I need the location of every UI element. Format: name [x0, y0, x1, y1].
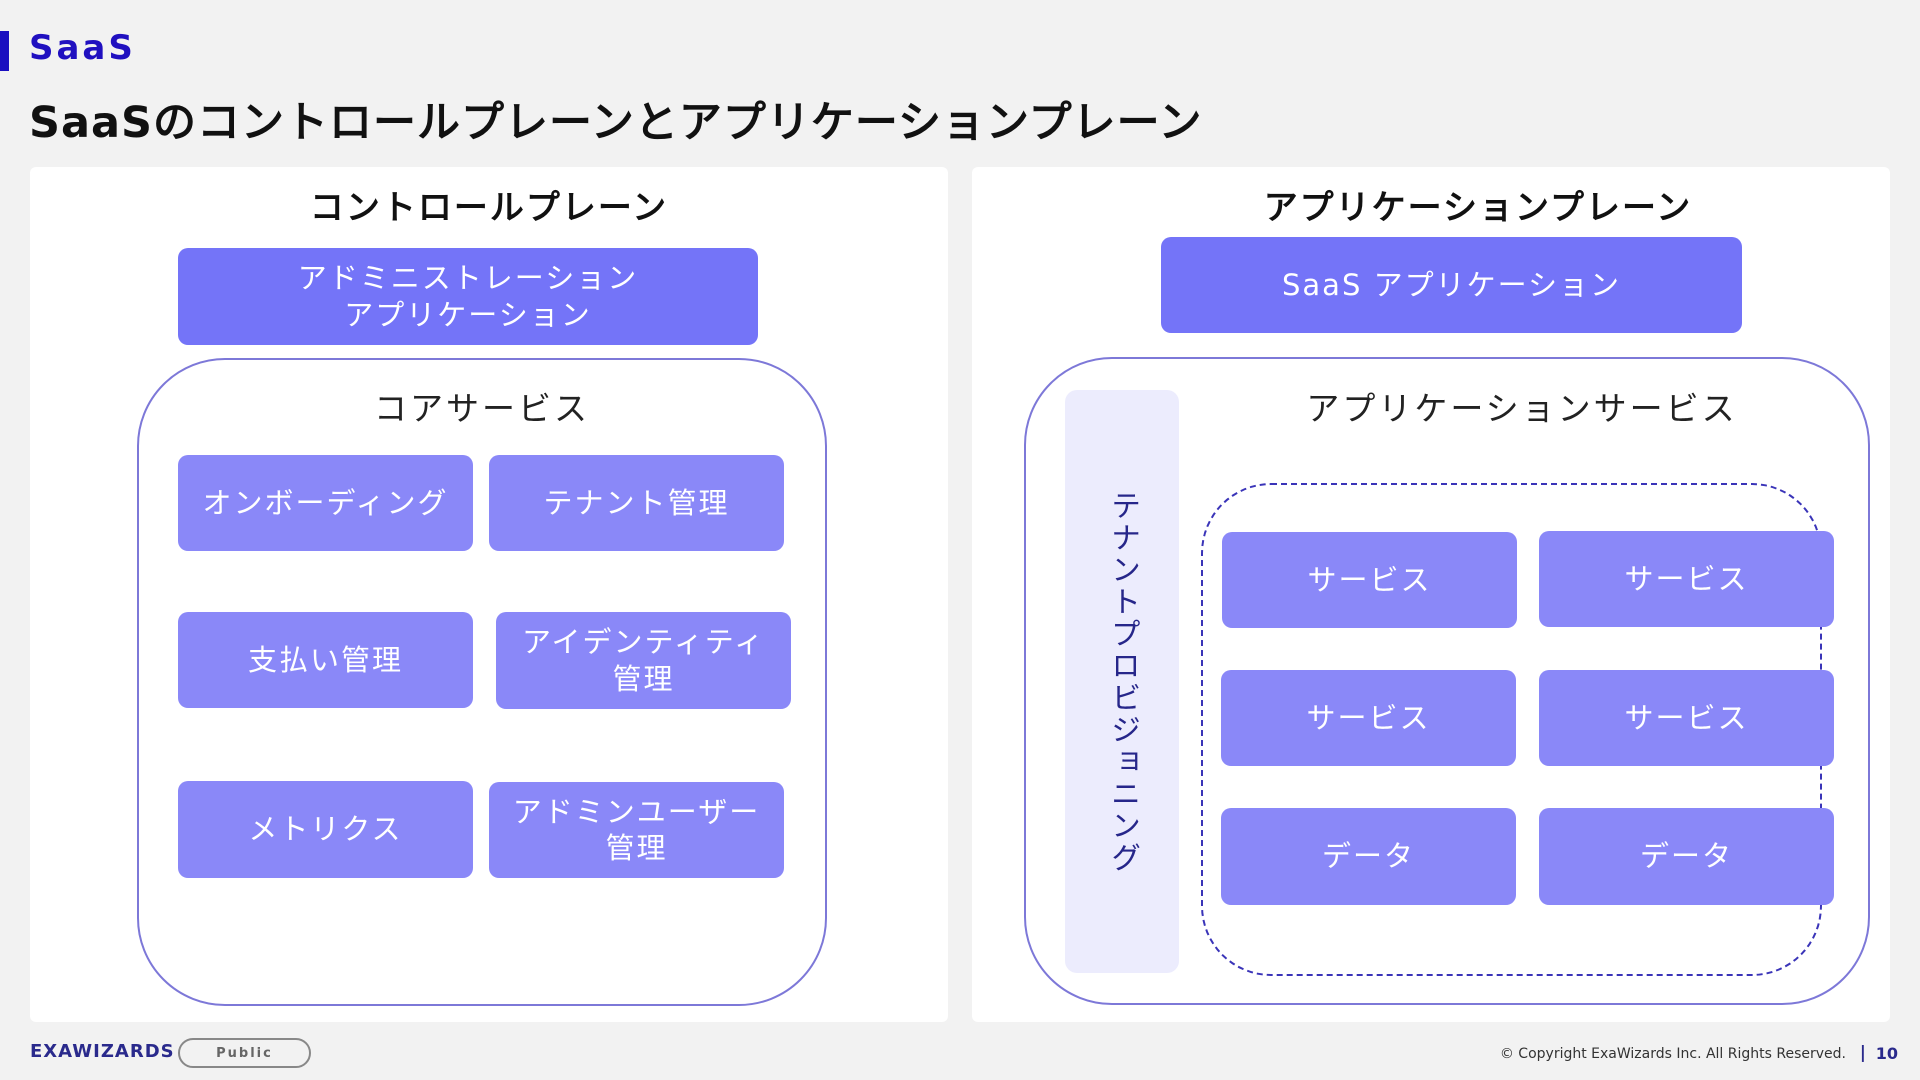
visibility-badge: Public [178, 1038, 311, 1068]
page-number-separator: | [1859, 1043, 1866, 1063]
copyright-text: © Copyright ExaWizards Inc. All Rights R… [1499, 1046, 1846, 1062]
service-box-metrics: メトリクス [178, 781, 473, 878]
service-box: サービス [1539, 531, 1834, 627]
service-box-billing: 支払い管理 [178, 612, 473, 708]
core-services-title: コアサービス [374, 389, 590, 428]
section-accent-bar [0, 31, 9, 71]
tenant-provisioning-label: テナントプロビジョニング [1105, 489, 1140, 874]
service-box-tenant-management: テナント管理 [489, 455, 784, 551]
application-plane-panel: アプリケーションプレーン SaaS アプリケーション アプリケーションサービス … [972, 167, 1890, 1022]
control-plane-panel: コントロールプレーン アドミニストレーション アプリケーション コアサービス オ… [30, 167, 948, 1022]
data-box: データ [1539, 808, 1834, 905]
page-title: SaaSのコントロールプレーンとアプリケーションプレーン [29, 98, 1203, 148]
service-box-identity: アイデンティティ 管理 [496, 612, 791, 709]
core-services-group [137, 358, 827, 1006]
admin-application-box: アドミニストレーション アプリケーション [178, 248, 758, 345]
control-plane-title: コントロールプレーン [309, 188, 669, 228]
application-services-title: アプリケーションサービス [1306, 389, 1738, 428]
service-box: サービス [1222, 532, 1517, 628]
application-services-group [1024, 357, 1870, 1005]
data-box: データ [1221, 808, 1516, 905]
application-plane-title: アプリケーションプレーン [1263, 188, 1693, 228]
service-box: サービス [1539, 670, 1834, 766]
section-label: SaaS [29, 28, 136, 68]
brand-logo: EXAWIZARDS [30, 1041, 175, 1062]
service-box-admin-user: アドミンユーザー 管理 [489, 782, 784, 878]
service-box: サービス [1221, 670, 1516, 766]
service-box-onboarding: オンボーディング [178, 455, 473, 551]
page-number: 10 [1875, 1044, 1898, 1063]
tenant-provisioning-bar: テナントプロビジョニング [1065, 390, 1179, 973]
saas-application-box: SaaS アプリケーション [1161, 237, 1742, 333]
